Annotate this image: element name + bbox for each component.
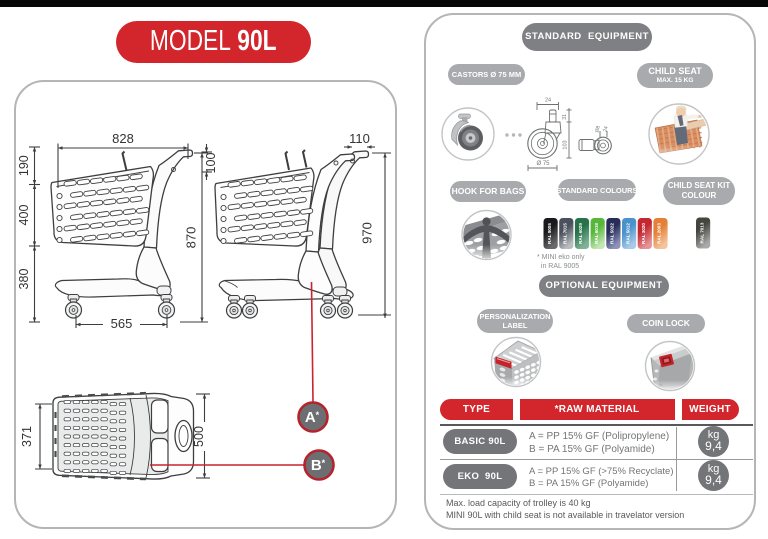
svg-text:24: 24 [602,126,609,133]
svg-text:RAL 5022: RAL 5022 [610,223,615,244]
svg-text:828: 828 [112,131,134,146]
svg-text:870: 870 [184,227,199,249]
svg-text:500: 500 [192,426,206,447]
svg-text:RAL 5012: RAL 5012 [625,223,630,244]
svg-text:100: 100 [204,153,218,174]
svg-text:RAL 3020: RAL 3020 [641,223,646,244]
svg-text:371: 371 [20,426,34,447]
svg-text:103: 103 [563,140,569,149]
svg-text:110: 110 [349,131,370,146]
svg-text:RAL 6018: RAL 6018 [594,223,599,244]
svg-text:Ø8: Ø8 [594,125,602,133]
svg-text:RAL 7013: RAL 7013 [699,222,704,243]
svg-text:Ø 75: Ø 75 [536,161,550,167]
svg-text:565: 565 [111,316,133,331]
svg-text:31: 31 [562,114,568,120]
svg-text:24: 24 [545,98,551,104]
svg-text:970: 970 [360,222,375,244]
svg-text:380: 380 [17,269,31,290]
svg-text:190: 190 [17,155,31,176]
svg-text:400: 400 [17,205,31,226]
svg-text:RAL 6029: RAL 6029 [578,223,583,244]
svg-text:RAL 2003: RAL 2003 [657,223,662,244]
svg-text:RAL 9005: RAL 9005 [547,223,552,244]
svg-text:RAL 7015: RAL 7015 [563,223,568,244]
